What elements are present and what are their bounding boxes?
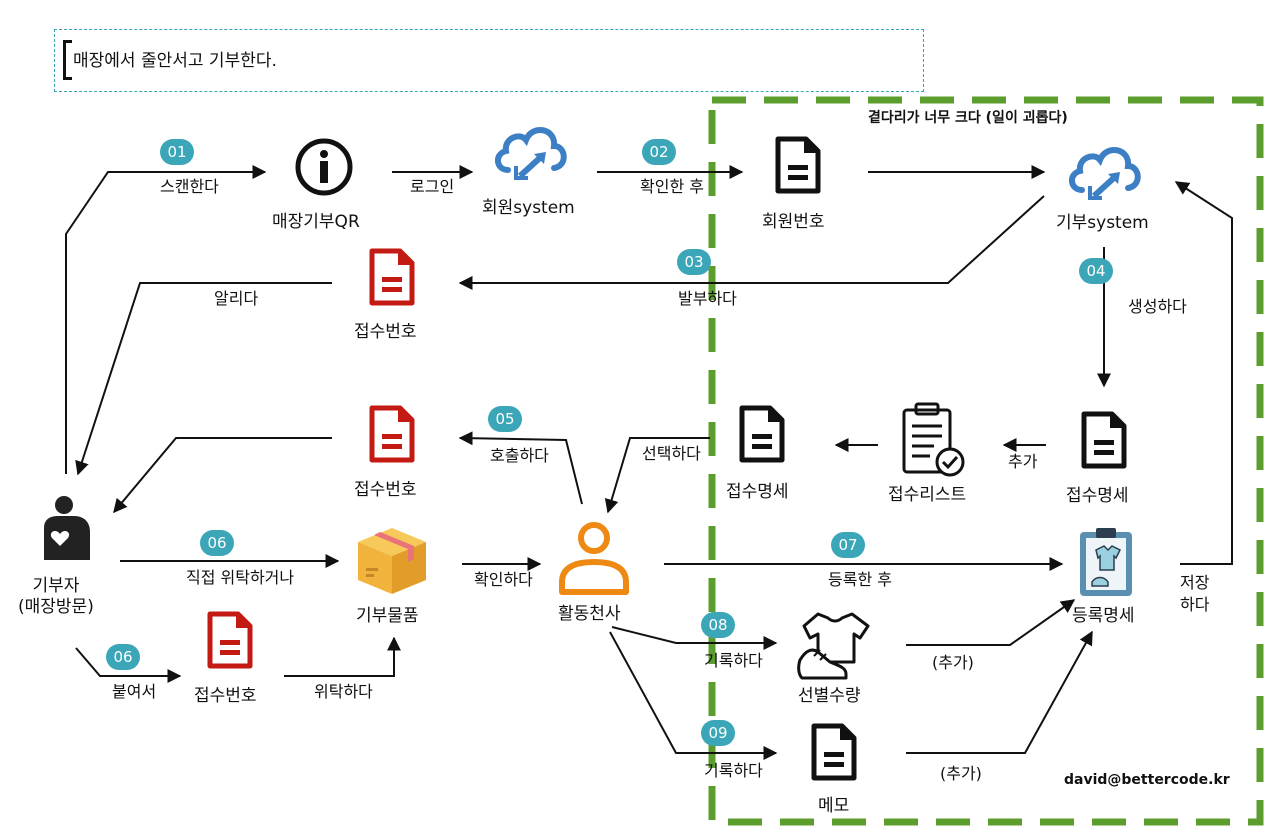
- edge-label-record2: 기록하다: [704, 761, 763, 780]
- step-badge: 03: [677, 249, 711, 275]
- node-label-donor: 기부자 (매장방문): [18, 576, 94, 617]
- receipt-document-icon: [207, 611, 253, 669]
- node-label-receipt-top: 접수번호: [354, 322, 417, 342]
- node-label-qr: 매장기부QR: [272, 212, 360, 232]
- edge-issue: [458, 195, 1045, 290]
- node-label-receipt-detail-left: 접수명세: [726, 482, 789, 502]
- edge-entrust: [284, 636, 401, 677]
- volunteer-person-icon: [559, 522, 629, 595]
- group-boundary: [708, 96, 1264, 826]
- credit-label: david@bettercode.kr: [1064, 772, 1230, 788]
- edge-record2: [609, 631, 778, 760]
- node-label-member-number: 회원번호: [762, 212, 825, 232]
- edge-label-confirm: 확인하다: [474, 570, 533, 589]
- step-badge: 06: [106, 644, 140, 670]
- edge-label-record1: 기록하다: [704, 651, 763, 670]
- edge-save: [1174, 181, 1233, 565]
- step-badge: 07: [831, 532, 865, 558]
- clipboard-check-icon: [902, 402, 965, 477]
- edge-select: [604, 437, 710, 514]
- step-badge: 01: [160, 139, 194, 165]
- node-label-donation-goods: 기부물품: [356, 606, 419, 626]
- group-label: 곁다리가 너무 크다 (일이 괴롭다): [868, 110, 1068, 126]
- edge-label-direct: 직접 위탁하거나: [186, 568, 295, 587]
- node-label-volunteer: 활동천사: [558, 604, 621, 624]
- edge-label-plus1: (추가): [932, 653, 974, 672]
- node-label-receipt-mid: 접수번호: [354, 480, 417, 500]
- edge-label-after-register: 등록한 후: [828, 570, 892, 589]
- node-label-receipt-list: 접수리스트: [888, 485, 967, 505]
- edge-attach: [75, 647, 182, 683]
- memo-document-icon: [811, 723, 857, 781]
- edge-plus2: [906, 630, 1093, 754]
- edge-scan: [65, 165, 267, 474]
- title-box: 매장에서 줄안서고 기부한다.: [54, 29, 924, 92]
- shirt-shoe-icon: [797, 612, 870, 680]
- diagram-title: 매장에서 줄안서고 기부한다.: [73, 51, 277, 71]
- node-label-registration-detail: 등록명세: [1072, 606, 1135, 626]
- donor-person-icon: [44, 496, 90, 560]
- edge-label-after-confirm: 확인한 후: [640, 177, 704, 196]
- step-badge: 02: [642, 139, 676, 165]
- node-label-sorted-quantity: 선별수량: [798, 686, 861, 706]
- edge-label-select: 선택하다: [642, 444, 701, 463]
- edge-call: [458, 431, 583, 505]
- info-icon: [295, 138, 353, 196]
- edge-label-issue: 발부하다: [678, 289, 737, 308]
- edge-label-add: 추가: [1008, 452, 1038, 471]
- step-badge: 06: [200, 530, 234, 556]
- node-label-memo: 메모: [818, 796, 850, 816]
- edge-plus1: [906, 599, 1076, 646]
- package-box-icon: [358, 528, 426, 594]
- step-badge: 04: [1079, 258, 1113, 284]
- edge-record1: [611, 626, 778, 650]
- cloud-sync-icon: [1069, 147, 1141, 200]
- receipt-document-icon: [369, 405, 415, 463]
- edge-label-login: 로그인: [410, 177, 455, 196]
- edge-label-generate: 생성하다: [1128, 297, 1187, 316]
- document-icon: [739, 405, 785, 463]
- registration-clipboard-icon: [1080, 528, 1132, 596]
- edge-label-notify: 알리다: [214, 289, 259, 308]
- edge-label-call: 호출하다: [490, 446, 549, 465]
- edge-label-plus2: (추가): [940, 764, 982, 783]
- node-label-member-system: 회원system: [482, 198, 575, 218]
- edge-notify: [75, 282, 332, 476]
- cloud-sync-icon: [495, 127, 567, 180]
- edge-label-attach: 붙여서: [112, 682, 157, 701]
- node-label-donation-system: 기부system: [1056, 213, 1149, 233]
- edge-label-entrust: 위탁하다: [314, 682, 373, 701]
- title-bracket: [63, 40, 72, 80]
- node-label-receipt-detail-right: 접수명세: [1066, 486, 1129, 506]
- step-badge: 08: [701, 612, 735, 638]
- document-icon: [775, 136, 821, 194]
- node-label-receipt-bottom: 접수번호: [194, 686, 257, 706]
- edge-label-save: 저장 하다: [1180, 573, 1210, 614]
- receipt-document-icon: [369, 248, 415, 306]
- step-badge: 09: [701, 720, 735, 746]
- edge-to-donor: [113, 437, 332, 514]
- document-icon: [1081, 411, 1127, 469]
- edge-label-scan: 스캔한다: [160, 177, 219, 196]
- step-badge: 05: [488, 406, 522, 432]
